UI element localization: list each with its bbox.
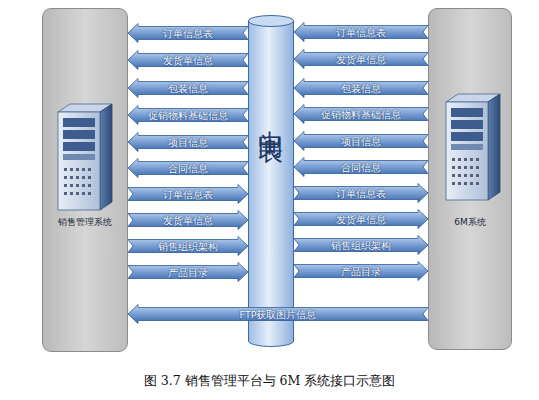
arrow-label: 促销物料基础信息 [148,111,228,121]
arrow-label: 包装信息 [168,84,208,94]
block-arrow [128,79,248,98]
block-arrow [128,185,248,204]
cylinder-body [249,21,294,347]
arrow-label: 订单信息表 [336,28,386,38]
arrow-label: 包装信息 [341,84,381,94]
arrow-label: 发货单信息 [163,216,213,226]
arrow-label: 合同信息 [341,163,381,173]
block-arrow [128,24,248,43]
cylinder-outline [248,15,294,347]
block-arrow [294,158,428,177]
block-arrow [294,236,428,255]
arrow-label: 销售组织架构 [158,242,218,252]
database-cylinder: 中间表 [248,15,294,347]
cylinder-top [249,16,294,27]
system-box: 6M系统 [428,8,512,350]
block-arrow [294,132,428,151]
block-arrow [128,159,248,178]
block-arrow [128,263,248,282]
block-arrow [128,51,248,70]
system-box: 销售管理系统 [42,8,128,352]
arrow-label: 产品目录 [341,267,381,277]
block-arrow [294,79,428,98]
block-arrow [128,106,248,125]
arrow-label: 订单信息表 [336,189,386,199]
arrow-label: 订单信息表 [163,190,213,200]
arrow-label: 订单信息表 [163,29,213,39]
cylinder-label: 中间表 [255,110,288,122]
figure-caption: 图 3.7 销售管理平台与 6M 系统接口示意图 [0,373,539,390]
system-label: 6M系统 [429,216,511,229]
block-arrow [294,23,428,42]
block-arrow [128,305,428,324]
arrow-label: 促销物料基础信息 [321,110,401,120]
arrow-label: 发货单信息 [336,55,386,65]
block-arrow [294,184,428,203]
arrow-label: 销售组织架构 [331,241,391,251]
block-arrow [128,237,248,256]
block-arrow [294,262,428,281]
block-arrow [294,210,428,229]
arrow-label: 产品目录 [168,268,208,278]
system-label: 销售管理系统 [43,216,127,229]
arrow-label: 项目信息 [168,138,208,148]
arrow-label: 项目信息 [341,137,381,147]
arrow-label: FTP获取图片信息 [240,310,317,320]
block-arrow [128,211,248,230]
arrow-label: 合同信息 [168,164,208,174]
arrow-label: 发货单信息 [336,215,386,225]
block-arrow [128,133,248,152]
block-arrow [294,105,428,124]
block-arrow [294,50,428,69]
arrow-label: 发货单信息 [163,56,213,66]
